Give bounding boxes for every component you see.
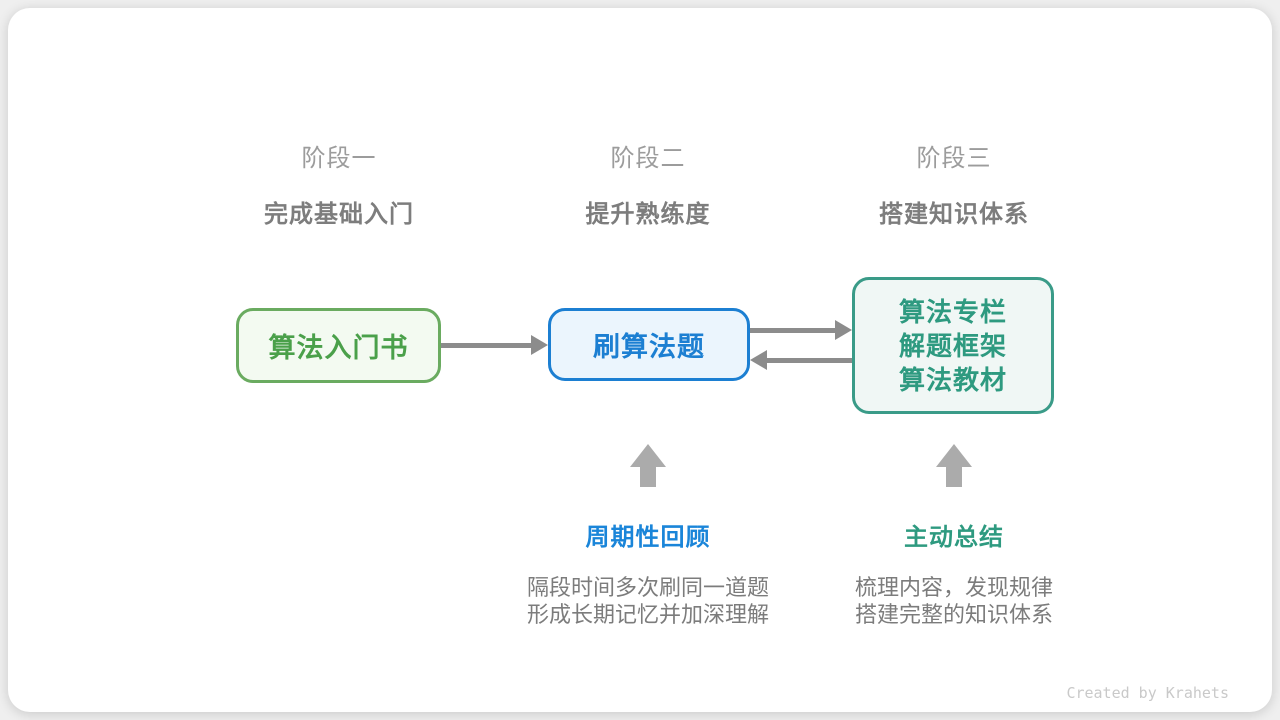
watermark-credit: Created by Krahets bbox=[1066, 684, 1229, 702]
arrow-practice-to-resources-icon bbox=[750, 320, 852, 340]
annotation-review-desc: 隔段时间多次刷同一道题 形成长期记忆并加深理解 bbox=[488, 574, 808, 628]
up-arrow-triangle bbox=[630, 444, 666, 467]
node-resources-line-2: 解题框架 bbox=[898, 330, 1007, 361]
node-resources-line-1: 算法专栏 bbox=[898, 296, 1007, 327]
up-arrow-triangle bbox=[936, 444, 972, 467]
arrow-shaft bbox=[750, 327, 835, 333]
annotation-summarize: 主动总结 梳理内容，发现规律 搭建完整的知识体系 bbox=[794, 517, 1114, 628]
stage-3-header: 阶段三 搭建知识体系 bbox=[804, 138, 1104, 229]
up-arrow-summarize-icon bbox=[936, 444, 972, 487]
annotation-summarize-desc-line-1: 梳理内容，发现规律 bbox=[854, 575, 1053, 600]
annotation-review-desc-line-2: 形成长期记忆并加深理解 bbox=[526, 602, 769, 627]
node-practice: 刷算法题 bbox=[548, 308, 750, 381]
stage-3-label: 阶段三 bbox=[916, 145, 992, 172]
node-resources-line-3: 算法教材 bbox=[898, 364, 1007, 395]
arrow-head-right-icon bbox=[835, 320, 852, 340]
arrow-resources-to-practice-icon bbox=[750, 350, 852, 370]
stage-1-subtitle: 完成基础入门 bbox=[264, 201, 414, 228]
arrow-head-right-icon bbox=[531, 335, 548, 355]
up-arrow-stem bbox=[640, 467, 656, 487]
annotation-summarize-title: 主动总结 bbox=[904, 524, 1004, 551]
node-intro-book: 算法入门书 bbox=[236, 308, 441, 383]
up-arrow-stem bbox=[946, 467, 962, 487]
annotation-summarize-desc: 梳理内容，发现规律 搭建完整的知识体系 bbox=[794, 574, 1114, 628]
node-resources: 算法专栏 解题框架 算法教材 bbox=[852, 277, 1054, 414]
node-practice-label: 刷算法题 bbox=[593, 332, 705, 362]
annotation-review-desc-line-1: 隔段时间多次刷同一道题 bbox=[526, 575, 769, 600]
stage-1-label: 阶段一 bbox=[301, 145, 377, 172]
arrow-head-left-icon bbox=[750, 350, 767, 370]
stage-1-header: 阶段一 完成基础入门 bbox=[189, 138, 489, 229]
stage-2-header: 阶段二 提升熟练度 bbox=[498, 138, 798, 229]
up-arrow-review-icon bbox=[630, 444, 666, 487]
arrow-intro-to-practice-icon bbox=[441, 335, 548, 355]
stage-2-subtitle: 提升熟练度 bbox=[585, 201, 711, 228]
arrow-shaft bbox=[767, 357, 852, 363]
diagram-card: 阶段一 完成基础入门 阶段二 提升熟练度 阶段三 搭建知识体系 算法入门书 刷算… bbox=[8, 8, 1272, 712]
arrow-shaft bbox=[441, 342, 531, 348]
annotation-review-title: 周期性回顾 bbox=[585, 524, 711, 551]
annotation-review: 周期性回顾 隔段时间多次刷同一道题 形成长期记忆并加深理解 bbox=[488, 517, 808, 628]
stage-3-subtitle: 搭建知识体系 bbox=[879, 201, 1029, 228]
node-intro-book-label: 算法入门书 bbox=[268, 333, 409, 363]
stage-2-label: 阶段二 bbox=[610, 145, 686, 172]
annotation-summarize-desc-line-2: 搭建完整的知识体系 bbox=[854, 602, 1053, 627]
